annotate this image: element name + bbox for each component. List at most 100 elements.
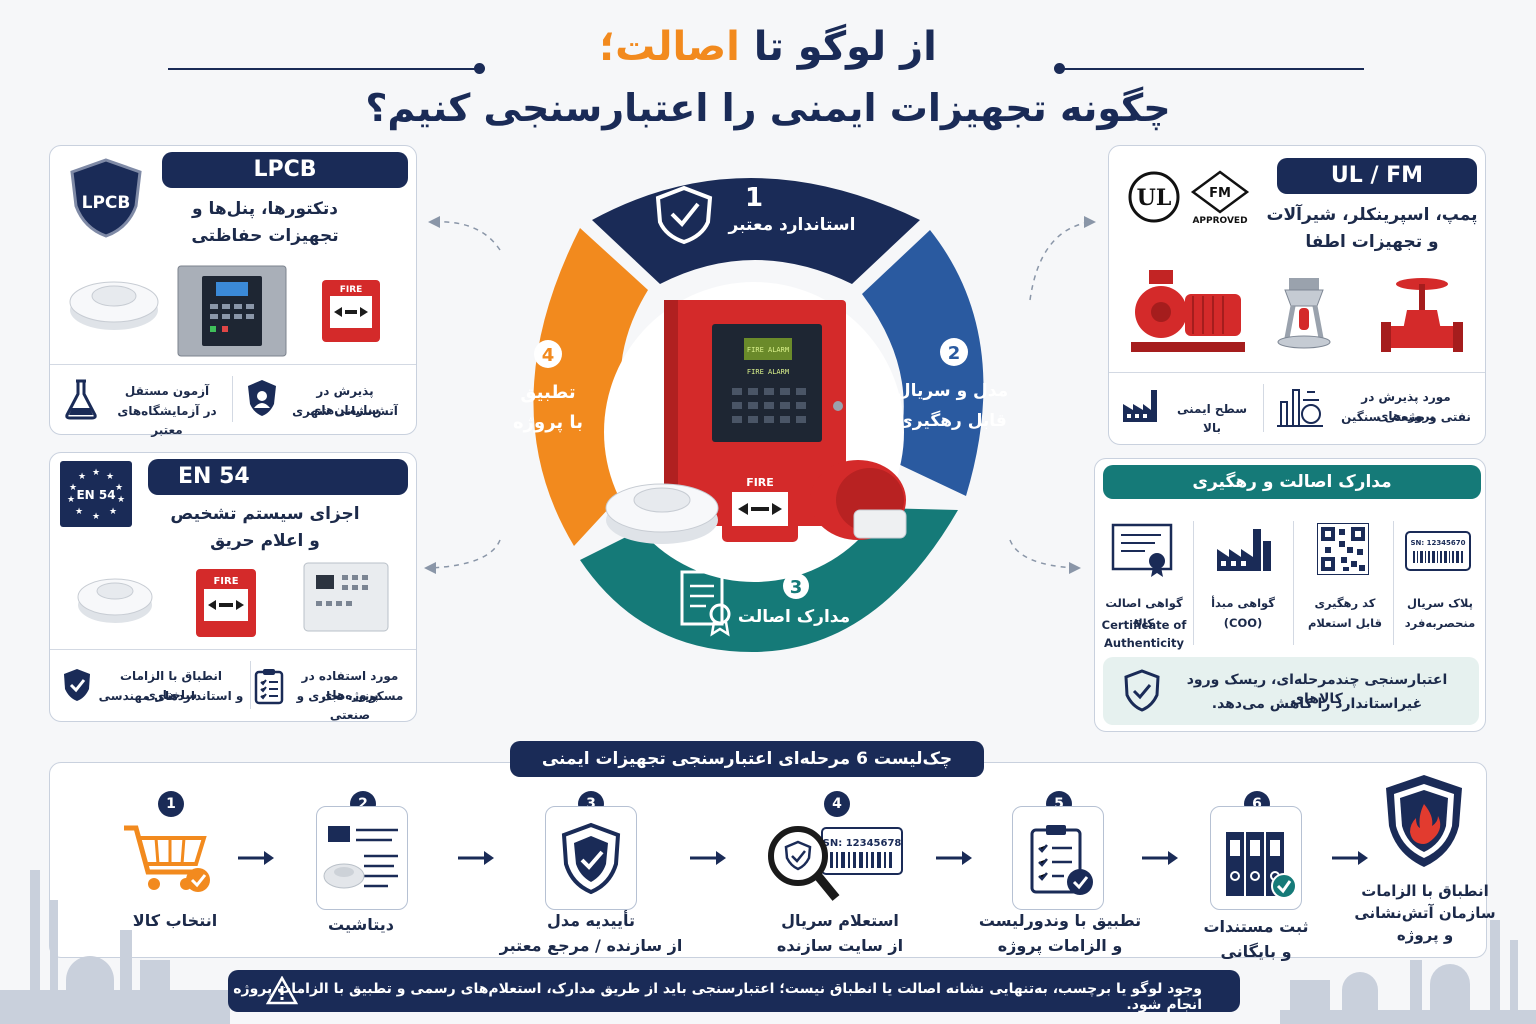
- svg-text:★: ★: [78, 472, 86, 482]
- warning-text: وجود لوگو یا برچسب، به‌تنهایی نشانه اصال…: [233, 981, 1202, 1013]
- wheel-seg4-line1: تطبیق: [520, 382, 575, 403]
- docs-note-line1: اعتبارسنجی چندمرحله‌ای، ریسک ورود کالاها…: [1186, 672, 1448, 707]
- docs-note: اعتبارسنجی چندمرحله‌ای، ریسک ورود کالاها…: [1103, 657, 1479, 725]
- step-4-line2: از سایت سازنده: [776, 936, 904, 955]
- title-rule-right: [1058, 68, 1364, 70]
- ulfm-desc-line1: پمپ، اسپرینکلر، شیرآلات: [1266, 205, 1478, 225]
- step-4-number: 4: [824, 791, 850, 817]
- warning-triangle-icon: [266, 976, 298, 1005]
- fm-mark-text: FM: [1209, 186, 1231, 201]
- panel-screen-text2: FIRE ALARM: [747, 368, 789, 376]
- final-line3: و پروژه: [1396, 926, 1454, 944]
- eu-flag-icon: ★★★★★★ ★★★★ EN 54: [60, 461, 132, 527]
- docs-item-tracking-line1: کد رهگیری: [1314, 596, 1376, 610]
- wheel-seg4-line2: با پروژه: [513, 412, 583, 433]
- docs-divider-2: [1293, 521, 1294, 645]
- note-check-shield-icon: [1124, 669, 1160, 712]
- page-title-line1: از لوگو تا اصالت؛: [0, 24, 1536, 70]
- svg-text:★: ★: [75, 507, 83, 517]
- wheel-seg2-num: 2: [948, 343, 961, 364]
- title-rule-right-dot: [1054, 63, 1065, 74]
- checklist-header: چک‌لیست 6 مرحله‌ای اعتبارسنجی تجهیزات ای…: [510, 741, 984, 777]
- ulfm-footer-divider: [1263, 384, 1264, 432]
- page-title-line2: چگونه تجهیزات ایمنی را اعتبارسنجی کنیم؟: [365, 86, 1171, 130]
- en54-call-point-icon: FIRE: [196, 569, 256, 637]
- step-2-label: دیتاشیت: [328, 915, 394, 934]
- docs-divider-3: [1393, 521, 1394, 645]
- ulfm-feature1-line1: مورد پذیرش در پروژه‌های: [1361, 390, 1451, 423]
- en54-label: EN 54: [148, 459, 408, 495]
- step-6-line1: ثبت مستندات: [1203, 917, 1309, 936]
- step-arrow-4: [936, 851, 972, 865]
- title-accent: اصالت؛: [599, 24, 740, 70]
- ul-mark-text: UL: [1137, 185, 1172, 211]
- gate-valve-icon: [1381, 278, 1463, 352]
- svg-text:★: ★: [117, 495, 125, 505]
- en54-feature1-line1: مورد استفاده در پروژه‌های: [301, 669, 399, 702]
- svg-text:★: ★: [106, 472, 114, 482]
- step-3-line2: از سازنده / مرجع معتبر: [499, 936, 683, 955]
- ulfm-feature1-line2: نفتی و صنعتی سنگین: [1341, 410, 1471, 424]
- wheel-segment-standard: [592, 178, 920, 284]
- step-2-box: [316, 806, 408, 910]
- left-skyline-decoration: [0, 870, 230, 1024]
- ul-mark-icon: UL: [1128, 171, 1180, 223]
- lpcb-footer-divider: [232, 376, 233, 422]
- lpcb-feature2-line1: آزمون مستقل: [124, 384, 210, 398]
- svg-text:★: ★: [115, 483, 123, 493]
- ulfm-footer: [1109, 372, 1485, 444]
- ulfm-feature2: سطح ایمنی بالا: [1176, 402, 1248, 435]
- step-arrow-5: [1142, 851, 1178, 865]
- central-fire-panel-icon: FIRE ALARM FIRE ALARM: [664, 300, 846, 526]
- fire-compliance-shield-icon: [1386, 775, 1462, 867]
- vendor-list-clipboard-icon: [1030, 825, 1093, 895]
- lpcb-feature2-line2: در آزمایشگاه‌های معتبر: [117, 404, 217, 437]
- docs-item-cert-line1: گواهی اصالت کالا: [1105, 596, 1183, 630]
- lpcb-label: LPCB: [162, 152, 408, 188]
- serial-plate-icon: SN: 12345670: [1405, 531, 1471, 571]
- ulfm-desc-line2: و تجهیزات اطفا: [1305, 232, 1439, 252]
- docs-card: مدارک اصالت و رهگیری گواهی اصالت کالا Ce…: [1094, 458, 1486, 732]
- title-part1: از لوگو تا: [753, 24, 937, 70]
- document-certificate-icon: [680, 570, 731, 637]
- svg-text:★: ★: [67, 495, 75, 505]
- serial-plate-text: SN: 12345670: [1410, 539, 1465, 547]
- final-line2: سازمان آتش‌نشانی: [1354, 904, 1496, 922]
- docs-item-tracking-line2: قابل استعلام: [1307, 616, 1383, 630]
- central-callpoint-label: FIRE: [746, 476, 774, 489]
- ulfm-card: UL FM APPROVED UL / FM پمپ، اسپرینکلر، ش…: [1108, 145, 1486, 445]
- en54-footer-divider: [250, 661, 251, 709]
- step-4-serial-text: SN: 12345678: [823, 838, 902, 849]
- flask-icon: [65, 379, 97, 420]
- en54-control-module-icon: [303, 562, 389, 632]
- process-wheel: 1 استاندارد معتبر 2 مدل و سریال قابل رهگ…: [513, 178, 1008, 652]
- lpcb-footer: [50, 364, 416, 434]
- step-4-line1: استعلام سریال: [781, 911, 899, 930]
- en54-fire-label: FIRE: [213, 576, 238, 587]
- panel-screen-text1: FIRE ALARM: [747, 346, 789, 354]
- wheel-seg1-num: 1: [745, 183, 763, 213]
- sprinkler-icon: [1277, 278, 1331, 349]
- en54-feature1-line2: مسکونی، تجاری و صنعتی: [296, 689, 404, 722]
- step-1-label: انتخاب کالا: [132, 911, 218, 930]
- step-arrow-6: [1332, 851, 1368, 865]
- central-sounder-icon: [810, 460, 907, 540]
- lpcb-fire-label: FIRE: [340, 285, 363, 295]
- wheel-seg4-num: 4: [542, 345, 555, 366]
- step-arrow-2: [458, 851, 494, 865]
- ulfm-label: UL / FM: [1277, 158, 1477, 194]
- fm-approved-text: APPROVED: [1192, 216, 1247, 226]
- central-smoke-detector-icon: [605, 483, 719, 544]
- en54-feature2-line1: انطباق با الزامات ساختاری: [120, 669, 222, 702]
- svg-text:★: ★: [92, 512, 100, 522]
- docs-item-coo-line2: (COO): [1223, 616, 1263, 630]
- right-skyline-decoration: [1280, 920, 1536, 1024]
- wheel-seg2-line2: قابل رهگیری: [897, 410, 1007, 431]
- shopping-cart-icon: [124, 825, 210, 892]
- certificate-icon: [1111, 523, 1173, 577]
- title-rule-left: [168, 68, 478, 70]
- lpcb-shield-icon: LPCB: [70, 158, 142, 238]
- clipboard-checklist-icon: [254, 669, 284, 705]
- docs-item-coo-line1: گواهی مبدأ: [1211, 596, 1275, 610]
- lpcb-badge-text: LPCB: [82, 193, 131, 213]
